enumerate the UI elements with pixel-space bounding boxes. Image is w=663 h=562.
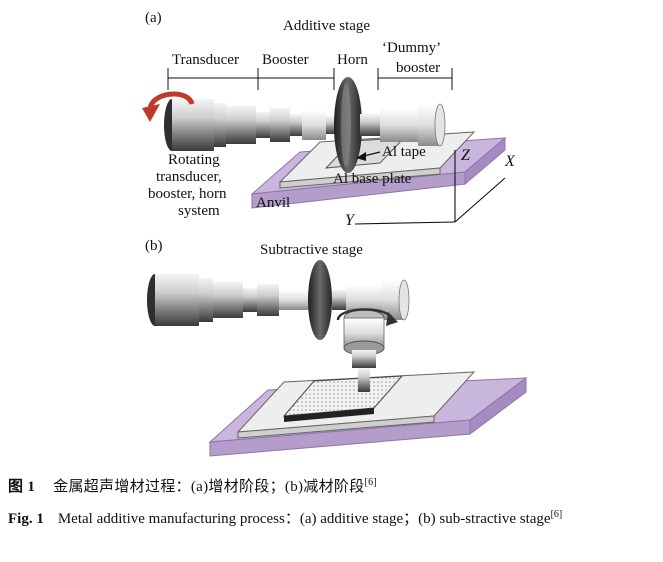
rotating-label-1: Rotating	[168, 152, 220, 168]
booster-label: Booster	[262, 52, 309, 68]
rotating-label-4: system	[178, 203, 220, 219]
deposited-part	[282, 375, 404, 422]
figure-illustration: (a) Additive stage Transducer Booster Ho…	[142, 10, 528, 457]
caption-en-ref: [6]	[550, 509, 563, 520]
subtractive-stage-title: Subtractive stage	[260, 242, 363, 258]
caption-cn-text: 金属超声增材过程：(a)增材阶段；(b)减材阶段	[53, 479, 365, 495]
caption-chinese: 图 1 金属超声增材过程：(a)增材阶段；(b)减材阶段[6]	[8, 475, 377, 496]
rotating-label-2: transducer,	[156, 169, 222, 185]
figure: (a) Additive stage Transducer Booster Ho…	[142, 10, 528, 457]
dummy-booster-label-1: ‘Dummy’	[382, 40, 441, 56]
milling-spindle	[336, 308, 398, 392]
caption-cn-ref: [6]	[364, 477, 378, 488]
anvil-label: Anvil	[256, 195, 290, 211]
al-tape-label: Al tape	[382, 144, 426, 160]
rotation-arrowhead-icon	[142, 104, 160, 122]
sonotrode-assembly	[164, 77, 446, 173]
transducer-label: Transducer	[172, 52, 239, 68]
rotation-arrow-icon	[147, 91, 195, 111]
axis-z-label: Z	[461, 147, 471, 164]
panel-b-label: (b)	[145, 238, 163, 254]
al-base-plate-label: Al base plate	[333, 171, 412, 187]
horn-label: Horn	[337, 52, 368, 68]
caption-en-number: Fig. 1	[8, 511, 44, 527]
axis-x-label: X	[504, 153, 516, 170]
additive-stage-title: Additive stage	[283, 18, 370, 34]
caption-cn-number: 图 1	[8, 479, 36, 495]
caption-english: Fig. 1 Metal additive manufacturing proce…	[8, 502, 656, 532]
al-tape-pointer-head	[356, 152, 366, 161]
label-dividers	[167, 68, 453, 90]
caption-en-text: Metal additive manufacturing process：(a)…	[57, 511, 551, 527]
axes	[354, 150, 506, 225]
panel-a-label: (a)	[145, 10, 162, 26]
dummy-booster-label-2: booster	[396, 60, 440, 76]
rotating-label-3: booster, horn	[148, 186, 227, 202]
axis-y-label: Y	[345, 212, 356, 229]
